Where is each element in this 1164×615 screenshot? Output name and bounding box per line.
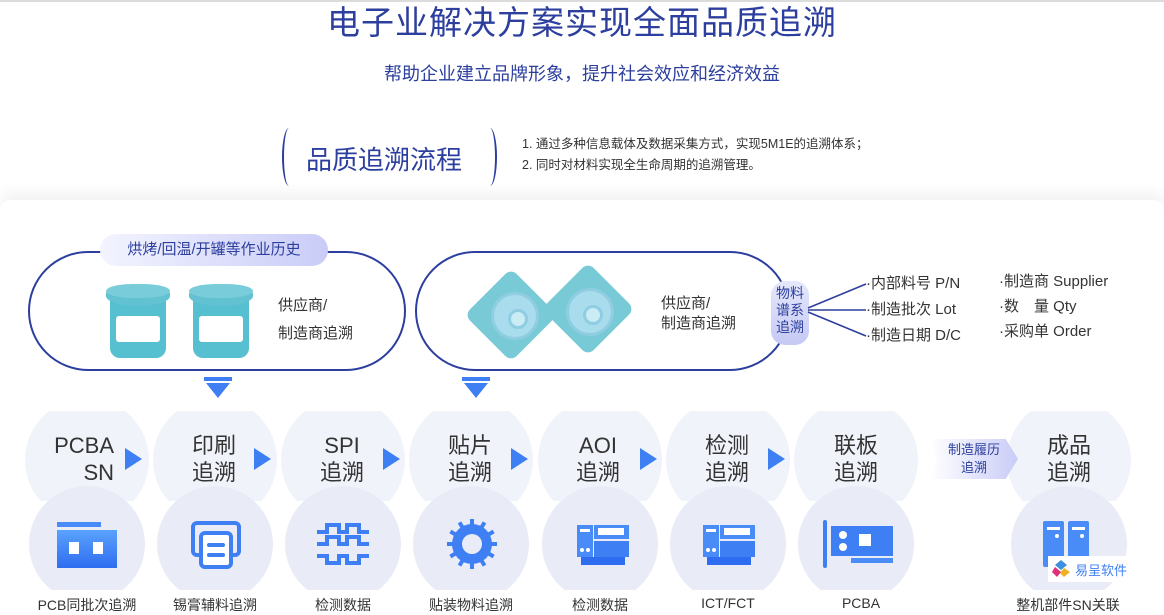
step-caption: 检测数据 [315, 597, 371, 613]
text-line: 追溯 [776, 319, 804, 335]
right-arrow-icon [383, 448, 400, 470]
step-title-aoi: AOI 追溯 [536, 432, 660, 486]
note-item: 1. 通过多种信息载体及数据采集方式，实现5M1E的追溯体系； [522, 137, 869, 151]
text-line: 成品 [1046, 433, 1091, 458]
text-line: 供应商/ [661, 295, 711, 312]
step-title-testing: 检测 追溯 [665, 432, 789, 486]
text-line: 追溯 [575, 460, 620, 485]
right-bracket-decoration [483, 128, 497, 186]
down-arrow-icon [204, 377, 232, 401]
step-title-pcba-sn: PCBA SN [20, 432, 114, 486]
logo-icon [1052, 560, 1070, 577]
solder-jar-icon [189, 284, 253, 360]
material-attributes-left: ·内部料号 P/N ·制造批次 Lot ·制造日期 D/C [866, 271, 961, 349]
right-arrow-icon [768, 448, 785, 470]
step-caption: 检测数据 [572, 597, 628, 613]
step-title-printing: 印刷 追溯 [152, 432, 276, 486]
text-line: SPI [324, 433, 360, 458]
pcb-dual-chip-icon [57, 522, 117, 568]
text-line: 追溯 [447, 460, 492, 485]
text-line: 物料 [776, 285, 804, 301]
attr-item: ·数 量 Qty [999, 298, 1077, 315]
step-title-spi: SPI 追溯 [280, 432, 404, 486]
text-line: 追溯 [833, 460, 878, 485]
solder-paste-pattern-icon [317, 523, 369, 565]
printer-icon [191, 521, 241, 569]
section-title: 品质追溯流程 [306, 145, 463, 175]
supplier-trace-text: 供应商/ 制造商追溯 [661, 294, 736, 334]
pcba-card-icon [823, 520, 893, 568]
server-tower-icon [1043, 521, 1089, 567]
step-caption: 整机部件SN关联 [1016, 597, 1120, 613]
section-notes: 1. 通过多种信息载体及数据采集方式，实现5M1E的追溯体系； 2. 同时对材料… [522, 134, 869, 176]
test-machine-icon [703, 525, 755, 565]
text-line: 贴片 [447, 433, 492, 458]
attr-item: ·内部料号 P/N [866, 275, 961, 292]
right-arrow-icon [125, 448, 142, 470]
text-line: 供应商/ [278, 297, 328, 314]
step-caption: ICT/FCT [701, 595, 755, 611]
reel-disc-icon [566, 288, 614, 336]
text-line: 追溯 [319, 460, 364, 485]
note-item: 2. 同时对材料实现全生命周期的追溯管理。 [522, 158, 761, 172]
supplier-trace-text: 供应商/ 制造商追溯 [278, 292, 353, 348]
material-attributes-right: ·制造商 Supplier ·数 量 Qty ·采购单 Order [999, 269, 1108, 344]
attr-item: ·采购单 Order [999, 323, 1092, 340]
step-caption: PCB同批次追溯 [37, 597, 137, 613]
page-subtitle: 帮助企业建立品牌形象，提升社会效应和经济效益 [384, 64, 780, 84]
step-caption: PCBA [841, 595, 881, 611]
step-title-smt: 贴片 追溯 [408, 432, 532, 486]
operation-history-tag: 烘烤/回温/开罐等作业历史 [100, 234, 328, 266]
lineage-connector-lines [807, 283, 867, 337]
text-line: 谱系 [776, 302, 804, 318]
manufacturing-history-tag: 制造履历 追溯 [930, 439, 1018, 479]
reel-disc-icon [491, 292, 539, 340]
right-arrow-icon [640, 448, 657, 470]
watermark-logo: 易呈软件 [1048, 556, 1132, 582]
text-line: SN [83, 460, 114, 485]
step-caption: 锡膏辅料追溯 [173, 597, 257, 613]
attr-item: ·制造商 Supplier [999, 273, 1109, 290]
text-line: 检测 [704, 433, 749, 458]
top-divider [0, 0, 1164, 2]
left-bracket-decoration [282, 128, 296, 186]
text-line: PCBA [54, 433, 114, 458]
text-line: AOI [579, 433, 617, 458]
watermark-text: 易呈软件 [1075, 562, 1128, 578]
text-line: 联板 [833, 433, 878, 458]
icon-circle [285, 486, 401, 590]
material-lineage-tag: 物料 谱系 追溯 [771, 281, 809, 345]
step-title-panel: 联板 追溯 [794, 432, 918, 486]
right-arrow-icon [511, 448, 528, 470]
down-arrow-icon [462, 377, 490, 401]
text-line: 制造商追溯 [661, 315, 737, 332]
solder-jar-icon [106, 284, 170, 360]
attr-item: ·制造日期 D/C [866, 327, 961, 344]
right-arrow-icon [254, 448, 271, 470]
text-line: 追溯 [960, 460, 987, 475]
page-title: 电子业解决方案实现全面品质追溯 [327, 4, 837, 41]
section-heading: 品质追溯流程 [282, 128, 497, 188]
text-line: 制造商追溯 [278, 325, 354, 342]
attr-item: ·制造批次 Lot [866, 301, 957, 318]
text-line: 追溯 [191, 460, 236, 485]
text-line: 追溯 [1046, 460, 1091, 485]
gear-icon [447, 519, 497, 569]
text-line: 追溯 [704, 460, 749, 485]
inspection-machine-icon [577, 525, 629, 565]
text-line: 印刷 [191, 433, 236, 458]
step-title-finished: 成品 追溯 [1007, 432, 1131, 486]
text-line: 制造履历 [947, 442, 1000, 457]
step-caption: 贴装物料追溯 [429, 597, 513, 613]
